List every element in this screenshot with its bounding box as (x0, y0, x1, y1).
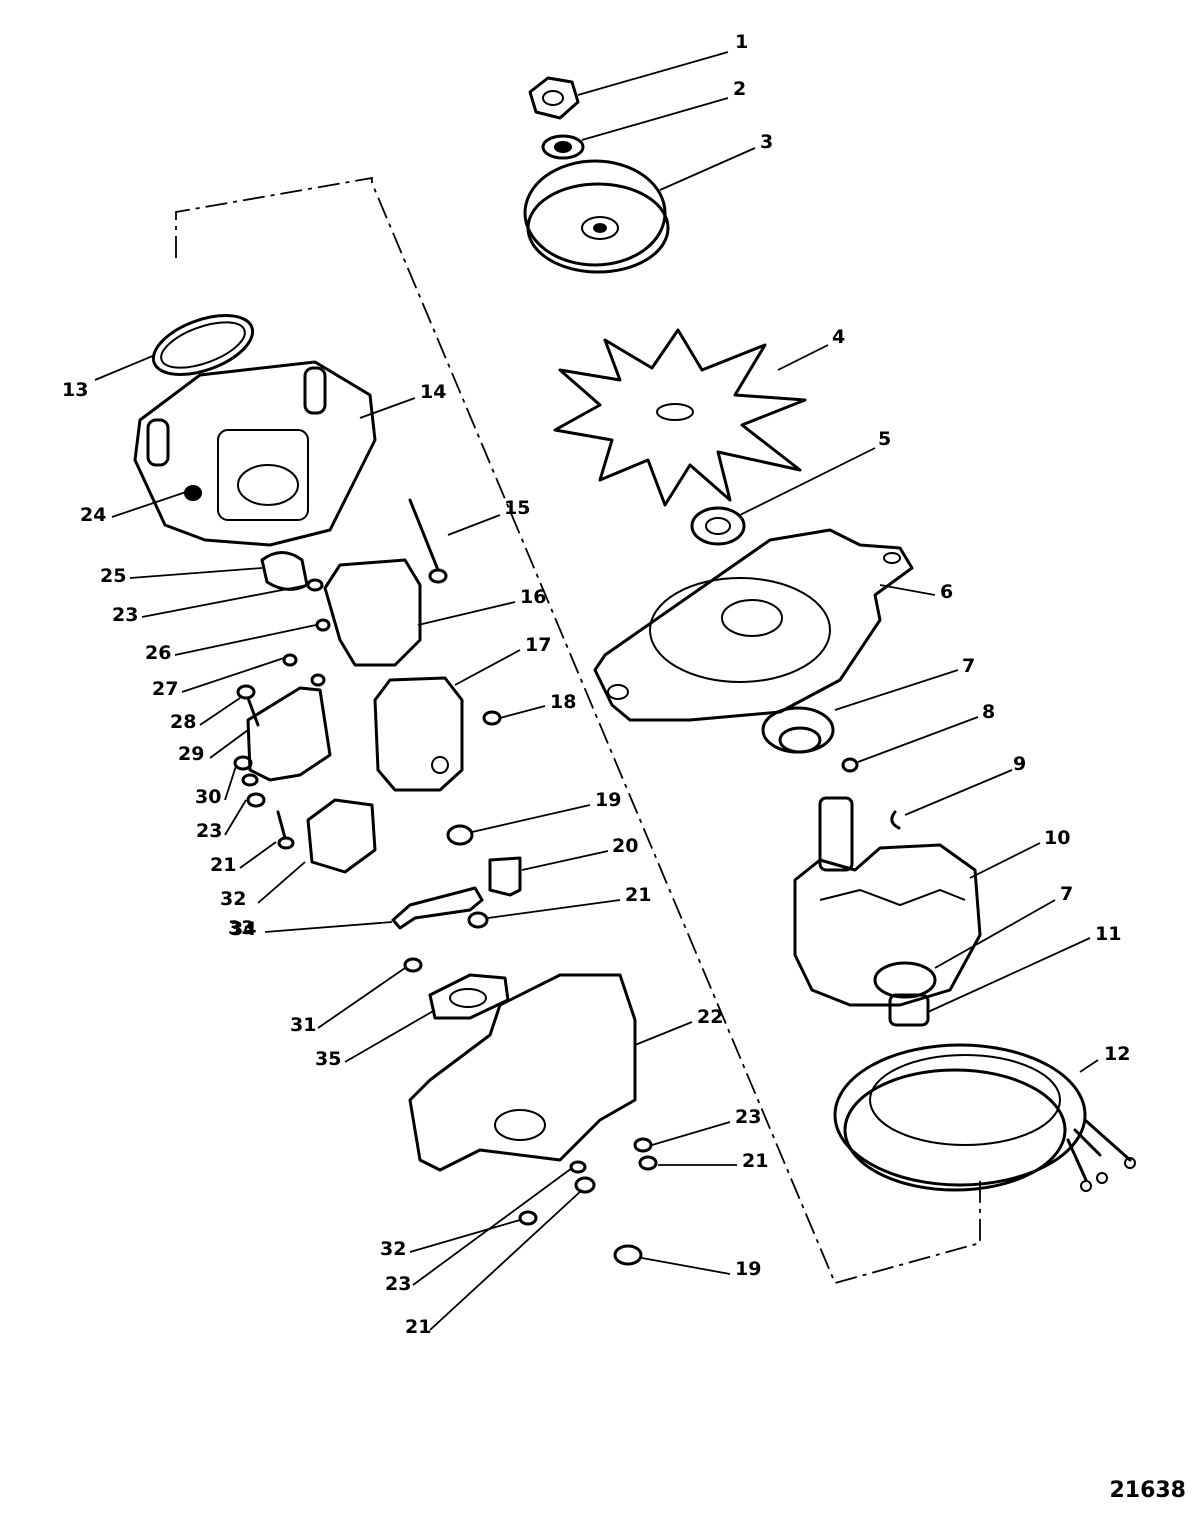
callout-7-lower: 7 (1060, 883, 1074, 905)
screw-part-18 (482, 710, 502, 726)
callout-21-upper: 21 (625, 884, 652, 906)
washer-stack-parts (233, 755, 266, 808)
bearing-part-5 (690, 506, 746, 546)
callout-21-mid: 21 (210, 854, 237, 876)
callout-15: 15 (504, 497, 531, 519)
nut-part-21-cover (574, 1155, 658, 1194)
callout-22: 22 (697, 1006, 724, 1028)
callout-19-lower: 19 (735, 1258, 762, 1280)
callout-8: 8 (982, 701, 996, 723)
callout-19-upper: 19 (595, 789, 622, 811)
fan-part-4 (553, 328, 807, 507)
nut-part-19-lower (613, 1244, 643, 1266)
screw-part-8 (841, 757, 859, 773)
nut-part-19-upper (446, 824, 474, 846)
nut-part-21 (467, 911, 489, 929)
callout-17: 17 (525, 634, 552, 656)
callout-10: 10 (1044, 827, 1071, 849)
callout-21-cover: 21 (742, 1150, 769, 1172)
callout-1: 1 (735, 31, 749, 53)
screw-part-32-upper (276, 810, 295, 850)
terminal-part-25 (260, 551, 309, 591)
figure-number: 21638 (1109, 1478, 1186, 1503)
callout-27: 27 (152, 678, 179, 700)
hex-nut-part-1 (528, 76, 580, 120)
callout-23-upper: 23 (112, 604, 139, 626)
brush-holder-part-29 (246, 686, 332, 782)
diode-trio-part-33 (306, 798, 377, 874)
callout-23-cover: 23 (735, 1106, 762, 1128)
washer-part-23-cover (569, 1137, 653, 1174)
callout-30: 30 (195, 786, 222, 808)
callout-13: 13 (62, 379, 89, 401)
through-bolt-part-15 (408, 498, 448, 584)
callout-23-lower: 23 (385, 1273, 412, 1295)
callout-26: 26 (145, 642, 172, 664)
callout-25: 25 (100, 565, 127, 587)
callout-35: 35 (315, 1048, 342, 1070)
callout-24: 24 (80, 504, 107, 526)
washer-part-2 (541, 134, 585, 160)
strap-part-34 (391, 886, 484, 930)
drive-end-frame-part-6 (593, 528, 914, 722)
callout-12: 12 (1104, 1043, 1131, 1065)
callout-3: 3 (760, 131, 774, 153)
assembly-outline (175, 176, 981, 1285)
leader-lines (94, 51, 1099, 1331)
callout-4: 4 (832, 326, 846, 348)
callout-5: 5 (878, 428, 892, 450)
callout-21-lower: 21 (405, 1316, 432, 1338)
small-hardware-parts (282, 578, 331, 687)
callout-31: 31 (290, 1014, 317, 1036)
screw-part-28 (236, 684, 260, 727)
rear-cover-part-22 (408, 973, 637, 1172)
bearing-part-7-lower (873, 961, 937, 999)
screw-part-32-lower (518, 1210, 538, 1226)
callout-11: 11 (1095, 923, 1122, 945)
rotor-part-10 (793, 796, 982, 1007)
callout-20: 20 (612, 835, 639, 857)
callout-9: 9 (1013, 753, 1027, 775)
callout-18: 18 (550, 691, 577, 713)
slip-ring-part-11 (888, 993, 930, 1027)
callout-23-mid: 23 (196, 820, 223, 842)
key-part-9 (890, 810, 901, 830)
callout-32-upper: 32 (220, 888, 247, 910)
slip-ring-end-frame-part-14 (133, 360, 377, 547)
bracket-part-20 (488, 856, 522, 897)
callout-33: 33 (228, 917, 255, 939)
callout-14: 14 (420, 381, 447, 403)
rectifier-bridge-part-17 (373, 676, 464, 792)
callout-32-lower: 32 (380, 1238, 407, 1260)
nut-part-31 (403, 957, 423, 973)
callout-6: 6 (940, 581, 954, 603)
pulley-part-3 (523, 159, 670, 274)
callout-2: 2 (733, 78, 747, 100)
gasket-part-35 (428, 973, 510, 1020)
callout-28: 28 (170, 711, 197, 733)
regulator-part-16 (323, 558, 422, 667)
stator-part-12 (833, 1043, 1136, 1192)
bearing-part-7-upper (761, 706, 835, 754)
callout-34: 34 (230, 918, 257, 940)
o-ring-part-13 (151, 314, 255, 376)
callout-7-upper: 7 (962, 655, 976, 677)
callout-29: 29 (178, 743, 205, 765)
callout-16: 16 (520, 586, 547, 608)
